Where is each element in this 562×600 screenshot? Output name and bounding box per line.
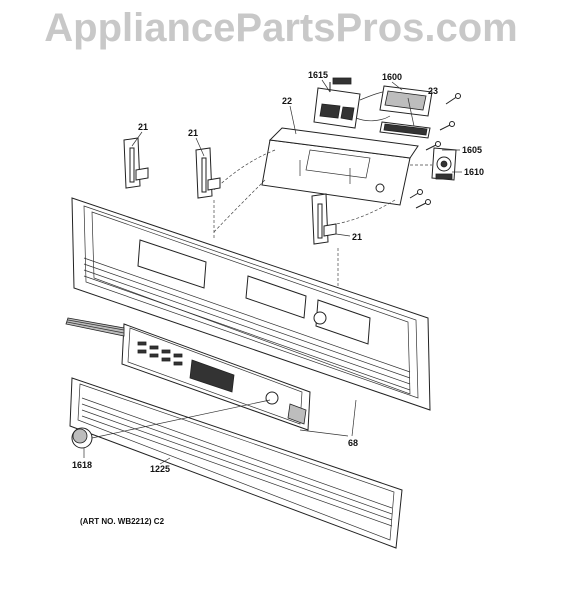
relay-board-1615[interactable]	[313, 77, 393, 129]
label-1605: 1605	[462, 145, 482, 155]
watermark-text: AppliancePartsPros.com	[44, 6, 518, 50]
bracket-21-left[interactable]	[123, 137, 149, 189]
label-23: 23	[428, 86, 438, 96]
label-1225: 1225	[150, 464, 170, 474]
label-1600: 1600	[382, 72, 402, 82]
touch-panel-68[interactable]	[65, 317, 311, 431]
label-22: 22	[282, 96, 292, 106]
art-number: (ART NO. WB2212) C2	[80, 517, 165, 526]
bracket-21-middle[interactable]	[195, 147, 221, 199]
bracket-21-right[interactable]	[311, 193, 337, 245]
knob-1618[interactable]	[71, 427, 93, 449]
label-68: 68	[348, 438, 358, 448]
bottom-trim-1225[interactable]	[69, 377, 403, 549]
label-1610: 1610	[464, 167, 484, 177]
display-board-1600[interactable]	[379, 85, 433, 117]
switch-assembly-1605[interactable]	[431, 147, 457, 181]
label-1615: 1615	[308, 70, 328, 80]
label-1618: 1618	[72, 460, 92, 470]
leader-lines	[83, 79, 462, 465]
screws	[409, 93, 461, 209]
label-21-right: 21	[352, 232, 362, 242]
label-21-left: 21	[138, 122, 148, 132]
label-21-middle: 21	[188, 128, 198, 138]
control-board-housing[interactable]	[261, 127, 419, 206]
display-window-23[interactable]	[379, 121, 431, 139]
control-panel-frame[interactable]	[71, 197, 431, 411]
